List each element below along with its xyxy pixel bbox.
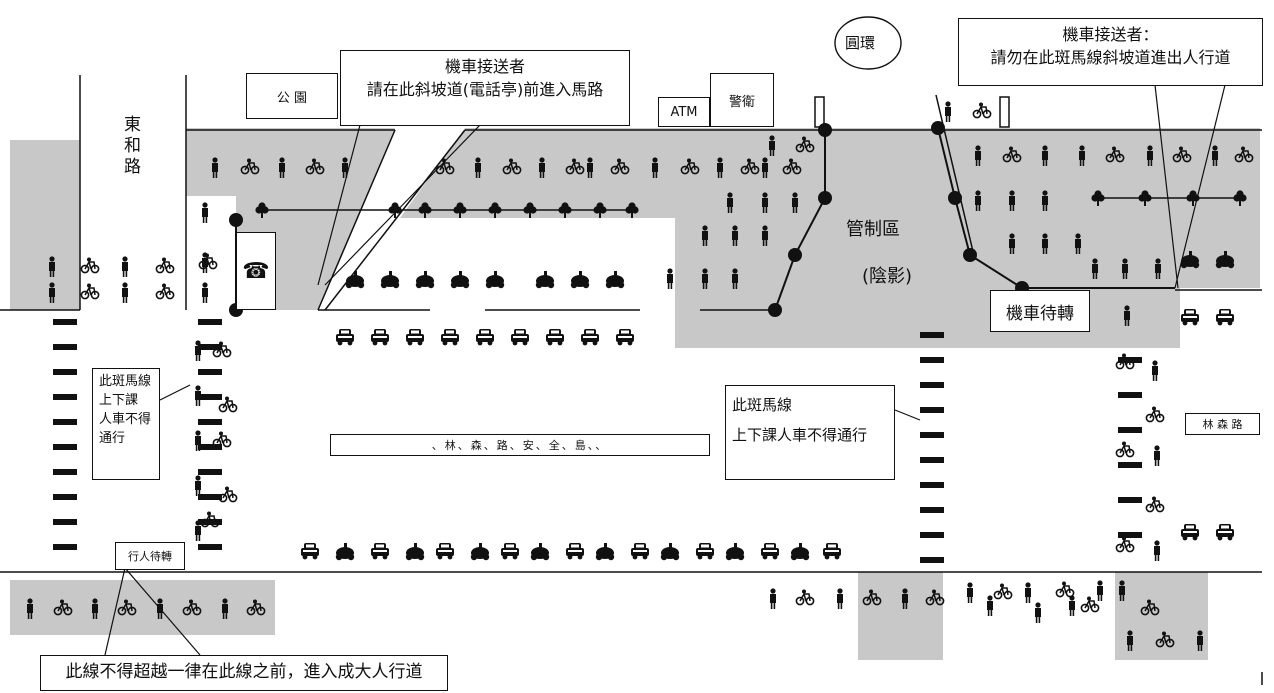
shaded-areas <box>10 128 1260 660</box>
bottom-mid-shade <box>858 572 943 660</box>
ramp-callout-line1: 機車接送者 <box>444 57 525 76</box>
bottom-callout: 此線不得超越一律在此線之前，進入成大人行道 <box>40 655 448 691</box>
left-sidewalk-shade <box>10 140 80 310</box>
moto-wait-box: 機車待轉 <box>990 290 1090 332</box>
left-zebra-callout: 此斑馬線 上下課 人車不得 通行 <box>92 368 160 480</box>
park-label: 公 園 <box>246 73 338 119</box>
mid-zebra-callout: 此斑馬線 上下課人車不得通行 <box>725 385 895 480</box>
roundabout-shape <box>834 16 902 70</box>
mid-zebra-line1: 此斑馬線 <box>732 396 793 414</box>
right-side-posts <box>814 96 1010 128</box>
ramp-callout: 機車接送者 請在此斜坡道(電話亭)前進入馬路 <box>340 50 630 126</box>
police-label: 警衛 <box>710 73 774 127</box>
left-zebra-line1: 此斑馬線 <box>99 374 152 389</box>
atm-label: ATM <box>658 97 710 127</box>
ramp-callout-line2: 請在此斜坡道(電話亭)前進入馬路 <box>366 80 604 100</box>
trees <box>255 190 1247 218</box>
roundabout-label: 圓環 <box>845 34 876 52</box>
control-zone-label: 管制區 <box>846 219 900 240</box>
linsen-road-right: 林 森 路 <box>1185 413 1260 435</box>
linsen-median: 、林、森、路、安、全、島、、 <box>330 434 710 456</box>
road-lines <box>0 75 1263 685</box>
road-label-donghe: 東和路 <box>120 115 140 178</box>
mid-zebra-line2: 上下課人車不得通行 <box>732 426 868 444</box>
right-callout-line1: 機車接送者： <box>1062 25 1159 44</box>
control-zone-note: (陰影) <box>862 266 913 287</box>
left-zebra-line3: 人車不得 <box>99 411 152 427</box>
callout-pointers <box>104 84 1226 656</box>
ped-wait-box: 行人待轉 <box>115 542 185 570</box>
right-callout: 機車接送者： 請勿在此斑馬線斜坡道進出人行道 <box>958 18 1263 86</box>
phone-booth: ☎ <box>236 232 276 310</box>
left-zebra-line2: 上下課 <box>99 392 139 408</box>
left-zebra-line4: 通行 <box>99 430 126 446</box>
bottom-right-shade <box>1115 572 1208 660</box>
right-callout-line2: 請勿在此斑馬線斜坡道進出人行道 <box>990 48 1231 68</box>
upper-sidewalk-shade <box>186 128 395 310</box>
